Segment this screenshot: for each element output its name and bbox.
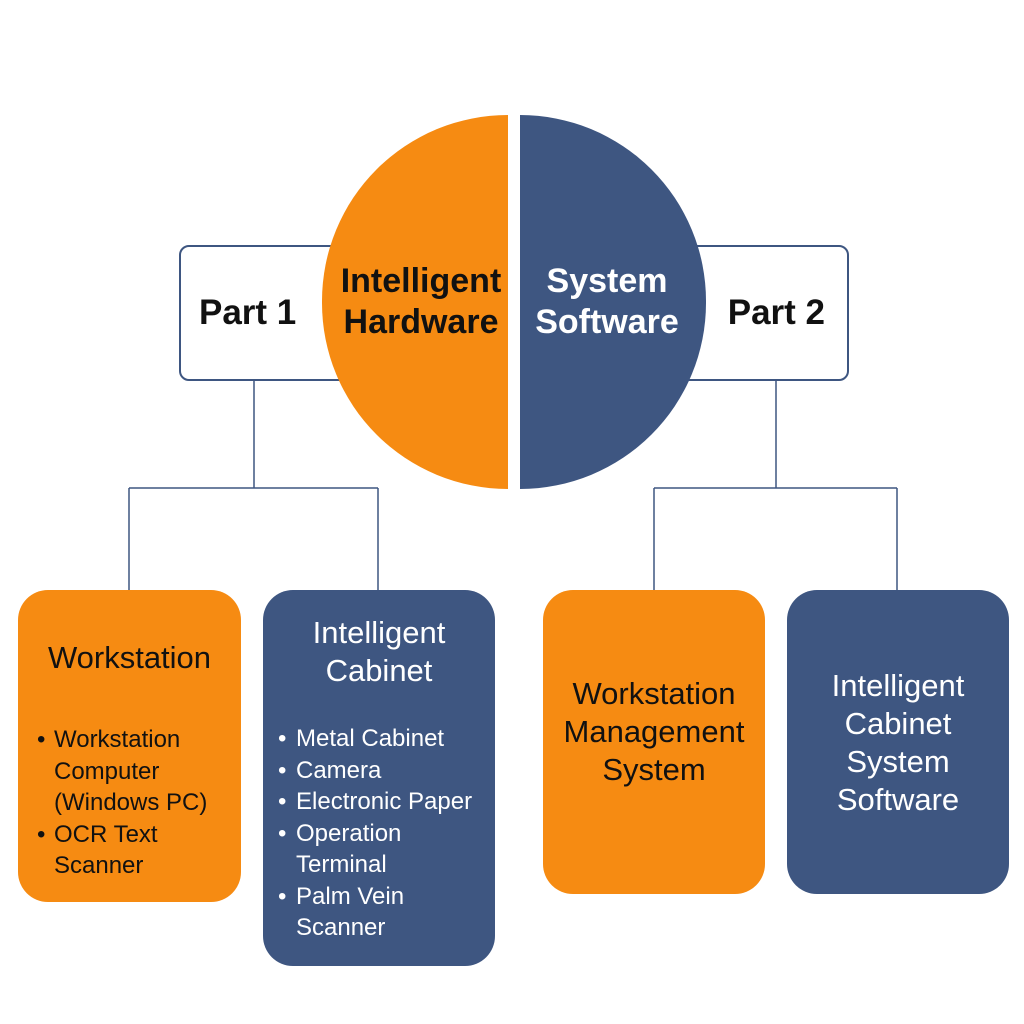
intelligent-cabinet-card-title: Intelligent Cabinet bbox=[312, 615, 446, 688]
software-title-line2: Software bbox=[535, 303, 679, 341]
intelligent-cabinet-card: Intelligent Cabinet bbox=[263, 590, 495, 966]
cabinet-item: •Camera bbox=[278, 755, 495, 787]
connector-left-tree bbox=[128, 381, 379, 590]
hardware-title-line2: Hardware bbox=[343, 303, 499, 341]
bullet-icon: • bbox=[278, 882, 287, 910]
workstation-item: •OCR Text Scanner bbox=[37, 820, 158, 880]
workstation-management-card: Workstation Management System bbox=[543, 590, 765, 894]
intelligent-cabinet-item-list: •Metal Cabinet •Camera •Electronic Paper… bbox=[278, 723, 495, 944]
cabinet-system-software-card-title: Intelligent Cabinet System Software bbox=[831, 668, 965, 817]
part-1-label: Part 1 bbox=[199, 293, 297, 332]
bullet-icon: • bbox=[37, 820, 46, 848]
cabinet-system-software-card: Intelligent Cabinet System Software bbox=[787, 590, 1009, 894]
connector-right-tree bbox=[653, 381, 898, 590]
cabinet-item: •Operation Terminal bbox=[278, 819, 402, 879]
bullet-icon: • bbox=[37, 726, 46, 753]
cabinet-item: •Palm Vein Scanner bbox=[278, 882, 405, 942]
bullet-icon: • bbox=[278, 756, 287, 784]
software-title-line1: System bbox=[546, 262, 668, 300]
workstation-card-title: Workstation bbox=[47, 640, 212, 675]
cabinet-item: •Electronic Paper bbox=[278, 786, 495, 818]
hardware-title-line1: Intelligent bbox=[340, 262, 502, 300]
workstation-item-list: •Workstation Computer (Windows PC) •OCR … bbox=[37, 724, 242, 882]
bullet-icon: • bbox=[278, 788, 287, 815]
bullet-icon: • bbox=[278, 819, 287, 847]
workstation-management-card-title: Workstation Management System bbox=[563, 676, 745, 787]
workstation-item: •Workstation Computer (Windows PC) bbox=[37, 726, 208, 816]
cabinet-item: •Metal Cabinet bbox=[278, 723, 495, 755]
workstation-card: Workstation bbox=[18, 590, 241, 902]
bullet-icon: • bbox=[278, 725, 287, 752]
part-2-label: Part 2 bbox=[727, 293, 825, 332]
